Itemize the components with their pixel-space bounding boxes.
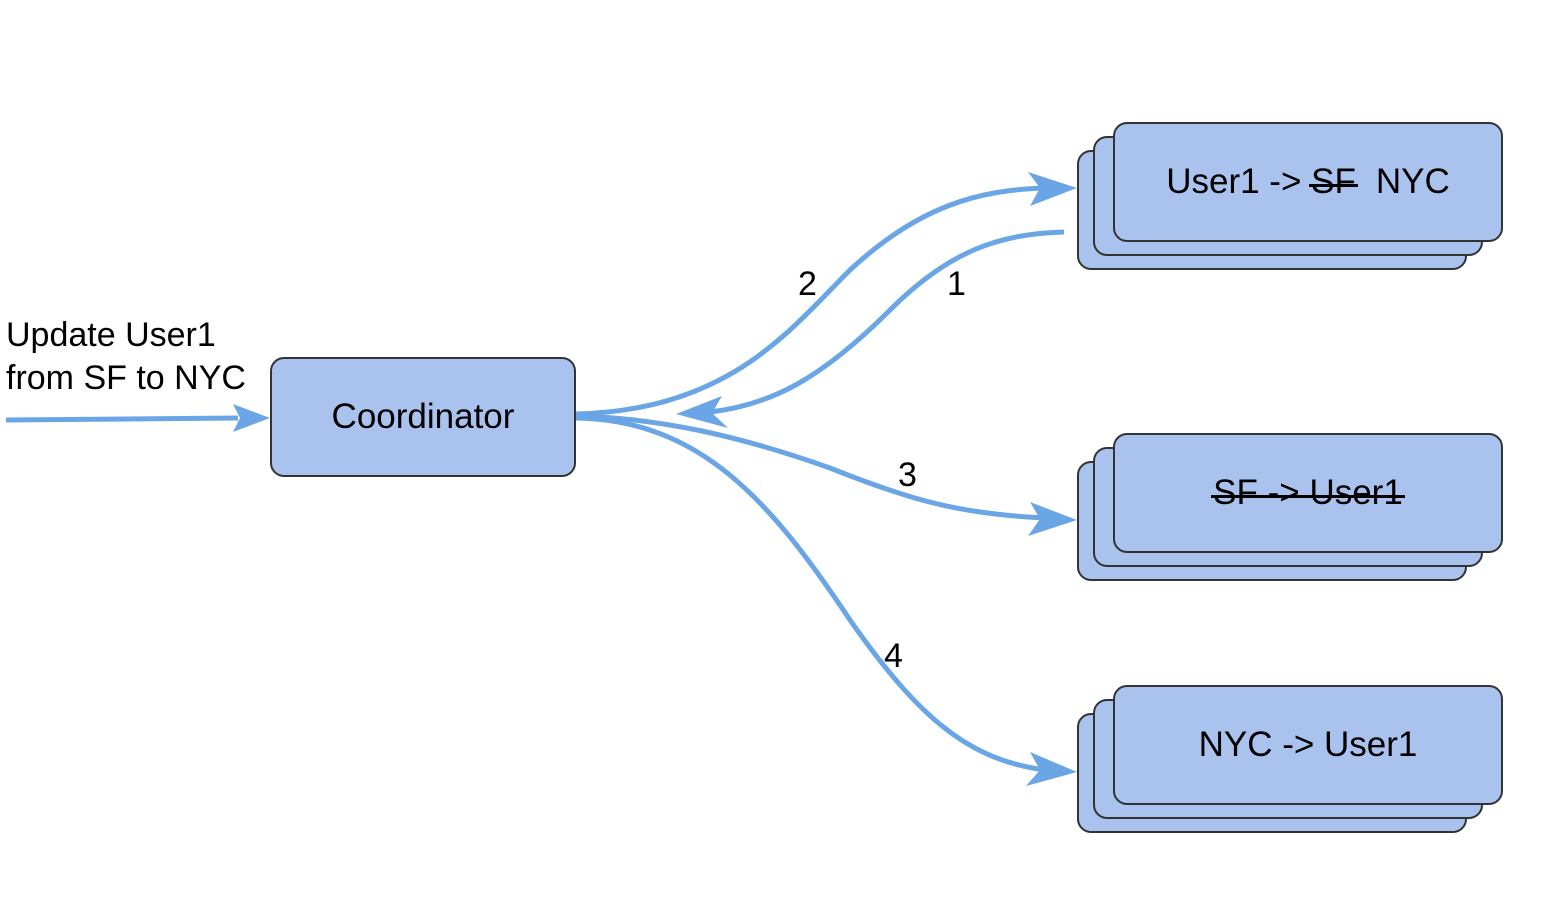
edge-3-arrowhead [1028,502,1077,536]
input-request-label: Update User1 from SF to NYC [6,314,246,400]
input-label-line1: Update User1 [6,316,216,354]
edge-2-to-top-replica [575,185,1046,417]
edge-1-to-coordinator [709,229,1065,415]
replica-node-top: User1 -> SF NYC [1113,122,1503,242]
step-label-1: 1 [947,265,966,303]
replica-node-bottom: NYC -> User1 [1113,685,1503,805]
step-label-3: 3 [898,456,917,494]
replica-top-prefix: User1 -> [1166,162,1312,201]
input-arrowhead [233,404,270,432]
replica-stack-bottom: NYC -> User1 [1077,685,1503,835]
edge-4-arrowhead [1026,752,1077,786]
edge-1-arrowhead [676,396,728,428]
step-label-4: 4 [884,637,903,675]
input-arrow [5,415,239,423]
replica-node-middle: SF -> User1 [1113,433,1503,553]
replica-stack-middle: SF -> User1 [1077,433,1503,583]
edge-2-arrowhead [1028,172,1077,206]
step-label-2: 2 [798,265,817,303]
replica-top-struck-value: SF [1309,162,1358,201]
edge-4-to-bottom-replica [575,415,1046,773]
replica-stack-top: User1 -> SF NYC [1077,122,1503,272]
replica-top-new-value: NYC [1375,162,1450,201]
coordinator-node: Coordinator [270,357,576,477]
input-label-line2: from SF to NYC [6,359,246,397]
edge-3-to-middle-replica [575,413,1046,521]
replica-bottom-label: NYC -> User1 [1198,725,1418,764]
coordinator-label: Coordinator [331,397,515,436]
replica-middle-struck-entry: SF -> User1 [1211,473,1405,512]
